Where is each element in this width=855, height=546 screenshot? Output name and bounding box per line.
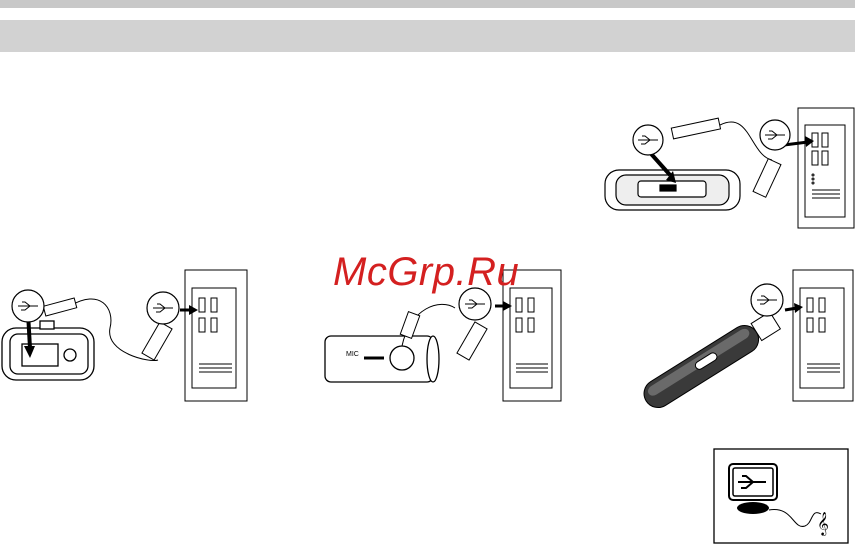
illustration-player-to-pc [600, 105, 855, 230]
pc-tower [798, 108, 854, 228]
illustration-camera-player-to-pc [0, 268, 250, 403]
treble-clef-icon: 𝄞 [817, 511, 829, 536]
usb-stick-device [639, 309, 783, 413]
cylinder-recorder-device [325, 336, 439, 382]
camera-player-device [2, 321, 94, 380]
section-header-bar [0, 20, 855, 52]
top-divider-bar [0, 0, 855, 8]
pc-tower [185, 270, 247, 401]
pc-tower [793, 270, 853, 401]
mic-label: MIC [346, 351, 359, 358]
illustration-usb-stick-to-pc [635, 268, 855, 408]
watermark-text: McGrp.Ru [333, 250, 519, 295]
illustration-usb-music-box: 𝄞 [713, 448, 849, 544]
usb-icon [12, 290, 179, 324]
